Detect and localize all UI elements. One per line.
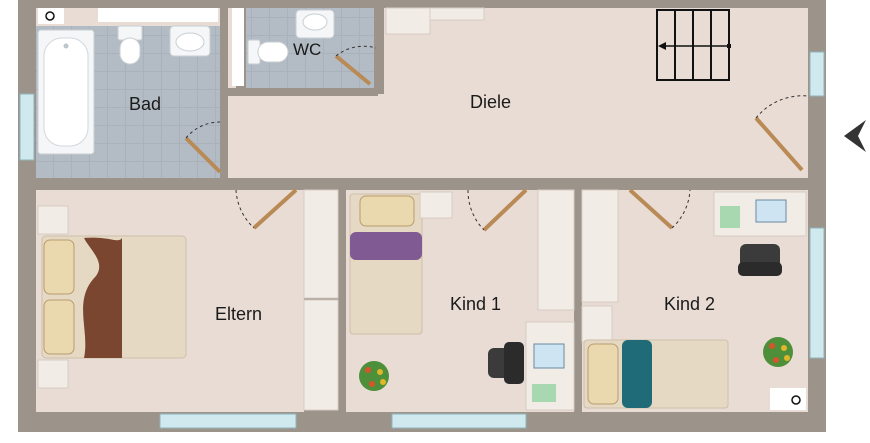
door-bath	[184, 121, 222, 174]
door-child1	[467, 188, 528, 232]
window-hall-east	[809, 51, 825, 97]
wall-mid-1	[36, 178, 236, 190]
wardrobe-parents-top	[303, 189, 339, 299]
room-label-child2: Kind 2	[664, 294, 716, 314]
room-label-child1: Kind 1	[450, 294, 502, 314]
hall-top-cabinet	[385, 7, 431, 35]
window-child1-south	[391, 413, 527, 429]
wardrobe-child2-top	[581, 189, 619, 303]
hall-top-shelf	[429, 7, 485, 21]
room-label-wc: WC	[293, 40, 322, 59]
room-label-bath: Bad	[129, 94, 162, 114]
window-child2-east	[809, 227, 825, 359]
wall-mid-3	[526, 178, 630, 190]
single-bed-child1	[349, 193, 423, 335]
room-label-hall: Diele	[470, 92, 512, 112]
wall-mid-2	[296, 178, 468, 190]
wall-child1-child2	[574, 190, 582, 412]
shaft-bottom-right-marker	[791, 395, 801, 405]
plant-child2	[763, 337, 793, 367]
door-child2	[628, 188, 691, 230]
shaft-top-left	[38, 8, 64, 24]
window-bath	[19, 93, 35, 161]
staircase-icon	[656, 9, 731, 81]
shaft-wc-left	[232, 8, 244, 86]
nightstand-child1	[419, 191, 453, 219]
single-bed-child2	[583, 339, 729, 409]
door-parents	[235, 188, 298, 230]
laptop-child1	[533, 343, 565, 369]
shaft-top-wide	[98, 8, 218, 22]
toilet-bath	[117, 25, 143, 65]
wardrobe-parents-bottom	[303, 299, 339, 411]
plant-child1	[359, 361, 389, 391]
office-chair-child1	[488, 342, 524, 384]
bathtub	[37, 29, 95, 155]
nightstand-bottom	[37, 359, 69, 389]
room-label-parents: Eltern	[215, 304, 263, 324]
sink-wc	[295, 9, 335, 39]
wall-wc-right	[374, 8, 384, 94]
notebook-child1	[532, 384, 556, 402]
wall-bath-right	[220, 8, 228, 180]
wardrobe-child1	[537, 189, 575, 311]
door-wc	[334, 45, 377, 86]
hall-floor-west	[228, 96, 408, 178]
door-entrance	[754, 95, 809, 172]
nightstand-top	[37, 205, 69, 235]
notebook-child2	[720, 206, 740, 228]
window-parents-south	[159, 413, 297, 429]
entrance-arrow-icon	[844, 120, 866, 152]
double-bed	[41, 235, 187, 359]
wall-wc-bottom	[228, 88, 378, 96]
sink-bath	[169, 25, 211, 57]
wardrobe-child2-bottom	[581, 305, 613, 343]
office-chair-child2	[738, 244, 782, 276]
shaft-top-left-marker	[45, 11, 55, 21]
wall-mid-4	[690, 178, 808, 190]
toilet-wc	[247, 39, 289, 65]
wall-parents-child1	[338, 190, 346, 412]
laptop-child2	[755, 199, 787, 223]
